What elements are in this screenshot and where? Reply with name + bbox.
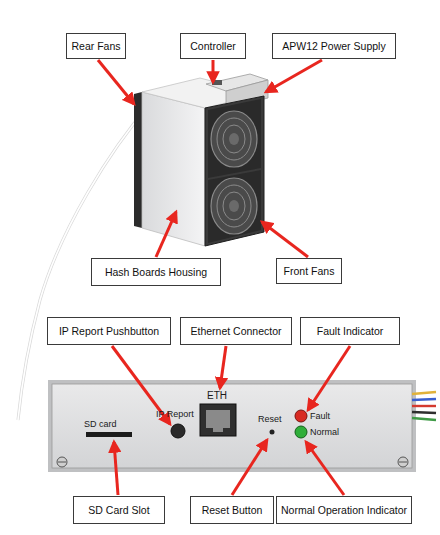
panel-label: Fault: [310, 412, 330, 421]
fault-led: [295, 410, 307, 422]
callout-text: Front Fans: [284, 265, 335, 277]
ip-report-button: [171, 424, 185, 438]
callout-text: Ethernet Connector: [190, 325, 281, 337]
callout-box: Ethernet Connector: [180, 317, 292, 345]
panel-label: Normal: [310, 428, 339, 437]
leader-arrow: [112, 346, 350, 495]
callout-box: APW12 Power Supply: [272, 33, 396, 59]
callout-text: APW12 Power Supply: [282, 40, 385, 52]
panel-label: SD card: [84, 420, 117, 429]
callout-box: SD Card Slot: [73, 496, 165, 524]
rear-fan-edge: [134, 92, 142, 228]
callout-box: Front Fans: [276, 258, 342, 284]
callout-text: Reset Button: [202, 504, 263, 516]
hash-board-housing: [142, 92, 205, 246]
callout-box: Hash Boards Housing: [91, 258, 221, 286]
front-fan: [211, 178, 257, 234]
callout-box: Fault Indicator: [300, 317, 400, 345]
fan-frame: [208, 99, 261, 178]
front-face: [205, 96, 264, 246]
reset-button: [270, 430, 275, 435]
callout-box: Rear Fans: [66, 33, 126, 59]
normal-led: [295, 426, 307, 438]
panel-label: ETH: [207, 391, 227, 401]
front-fan: [211, 111, 257, 167]
callout-text: Controller: [190, 40, 236, 52]
ethernet-port: [213, 428, 223, 432]
callout-box: Reset Button: [190, 496, 274, 524]
panel-label: IP Report: [156, 410, 194, 419]
panel-screw: [57, 457, 408, 467]
callout-text: Normal Operation Indicator: [281, 504, 407, 516]
callout-text: Rear Fans: [71, 40, 120, 52]
callout-text: IP Report Pushbutton: [59, 325, 159, 337]
panel-wires: [412, 392, 436, 420]
sd-card-slot: [86, 432, 132, 437]
callout-box: Normal Operation Indicator: [276, 496, 412, 524]
callout-text: Fault Indicator: [317, 325, 384, 337]
fan-frame: [208, 170, 261, 243]
callout-text: SD Card Slot: [88, 504, 149, 516]
controller-panel: [48, 380, 416, 472]
callout-box: IP Report Pushbutton: [47, 317, 171, 345]
callout-box: Controller: [180, 33, 246, 59]
leader-arrow: [98, 60, 322, 257]
ethernet-port: [206, 410, 230, 428]
panel-label: Reset: [258, 415, 282, 424]
ethernet-port: [200, 404, 236, 436]
callout-text: Hash Boards Housing: [105, 266, 207, 278]
controller-panel: [52, 384, 412, 468]
